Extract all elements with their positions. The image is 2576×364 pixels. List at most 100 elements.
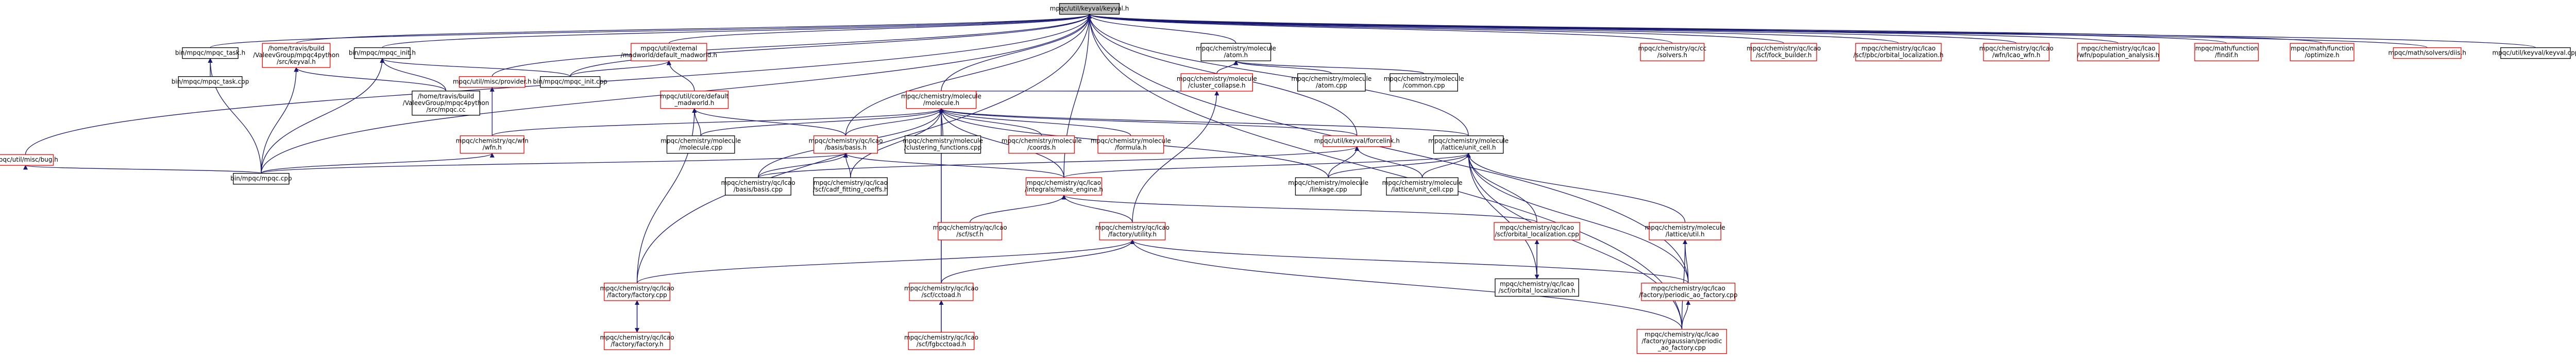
- file-node-box: [905, 135, 981, 154]
- file-node-clustering-functions-cpp[interactable]: mpqc/chemistry/molecule/clustering_funct…: [903, 135, 983, 154]
- file-node-box: [2290, 43, 2354, 61]
- file-nodes: mpqc/util/keyval/keyval.h mpqc/util/misc/…: [0, 3, 2576, 354]
- file-node-box: [813, 177, 888, 196]
- file-node-box: [2500, 47, 2571, 59]
- dependency-edge: [1466, 152, 1537, 279]
- file-node-box: [178, 76, 243, 88]
- file-node-misc-bug-h[interactable]: mpqc/util/misc/bug.h: [0, 154, 58, 166]
- dependency-edge: [1466, 152, 1537, 223]
- file-node-cctoad-h[interactable]: mpqc/chemistry/qc/lcao/scf/cctoad.h: [904, 283, 978, 301]
- file-node-lattice-util-h[interactable]: mpqc/chemistry/molecule/lattice/util.h: [1645, 222, 1725, 240]
- file-node-population-analysis-h[interactable]: mpqc/chemistry/qc/lcao/wfn/population_an…: [2077, 43, 2160, 61]
- file-node-travis-keyval-h[interactable]: /home/travis/build/ValeevGroup/mpqc4pyth…: [253, 43, 340, 68]
- dependency-edge: [380, 58, 447, 91]
- file-node-label: mpqc/chemistry/qc/lcao: [904, 334, 978, 341]
- file-node-periodic-ao-factory-cpp[interactable]: mpqc/chemistry/qc/lcao/factory/periodic_…: [1639, 283, 1738, 301]
- file-node-label: /wfn/lcao_wfn.h: [1992, 51, 2040, 59]
- file-node-adf-fitting-coeffs-h[interactable]: mpqc/chemistry/qc/lcao/scf/cadf_fitting_…: [813, 177, 888, 196]
- file-node-label: mpqc/chemistry/molecule: [901, 93, 981, 100]
- file-node-label: /factory/gaussian/periodic: [1642, 338, 1722, 345]
- file-node-root[interactable]: mpqc/util/keyval/keyval.h: [1050, 3, 1129, 15]
- dependency-edge: [1130, 239, 1689, 284]
- file-node-travis-mpqc-cc[interactable]: /home/travis/build/ValeevGroup/mpqc4pyth…: [403, 91, 489, 116]
- file-node-label: mpqc/util/keyval/keyval.cpp: [2493, 49, 2576, 57]
- file-node-findif-h[interactable]: mpqc/math/function/findif.h: [2194, 43, 2259, 61]
- file-node-label: /coords.h: [1027, 144, 1056, 151]
- file-node-lattice-unit-cell-h[interactable]: mpqc/chemistry/molecule/lattice/unit_cel…: [1428, 135, 1509, 154]
- file-node-mpqc-cpp[interactable]: bin/mpqc/mpqc.cpp: [230, 173, 292, 185]
- file-node-cluster-collapse-h[interactable]: mpqc/chemistry/molecule/cluster_collapse…: [1177, 73, 1257, 92]
- dependency-edge: [1087, 13, 1683, 330]
- file-node-external-madworld-h[interactable]: mpqc/util/external/madworld/default_madw…: [621, 43, 717, 61]
- file-node-scf-h[interactable]: mpqc/chemistry/qc/lcao/scf/scf.h: [933, 222, 1007, 240]
- file-node-box: [0, 154, 54, 166]
- file-node-label: /wfn/population_analysis.h: [2077, 51, 2160, 59]
- file-node-lcao-wfn-h[interactable]: mpqc/chemistry/qc/lcao/wfn/lcao_wfn.h: [1979, 43, 2054, 61]
- file-node-mpqc-init-cpp[interactable]: bin/mpqc/mpqc_init.cpp: [533, 76, 607, 88]
- file-node-label: mpqc/chemistry/qc/lcao: [814, 179, 888, 186]
- file-node-atom-cpp[interactable]: mpqc/chemistry/molecule/atom.cpp: [1291, 73, 1371, 92]
- file-node-core-madworld-h[interactable]: mpqc/util/core/default_madworld.h: [660, 91, 729, 109]
- file-node-misc-provider-h[interactable]: mpqc/util/misc/provider.h: [453, 76, 532, 88]
- dependency-edge: [382, 13, 1092, 48]
- file-node-label: mpqc/math/function: [2195, 45, 2258, 52]
- file-node-label: /integrals/make_engine.h: [1025, 186, 1103, 193]
- file-node-orbital-localization-cpp[interactable]: mpqc/chemistry/qc/lcao/scf/orbital_local…: [1494, 222, 1580, 240]
- file-node-unit-cell-cpp[interactable]: mpqc/chemistry/molecule/lattice/unit_cel…: [1382, 177, 1463, 196]
- file-node-mpqc-task-h[interactable]: bin/mpqc/mpqc_task.h: [175, 47, 245, 59]
- dependency-edge: [1466, 152, 1686, 223]
- file-node-label: /home/travis/build: [418, 93, 474, 100]
- file-node-make-engine-h[interactable]: mpqc/chemistry/qc/lcao/integrals/make_en…: [1025, 177, 1103, 196]
- file-node-basis-h[interactable]: mpqc/chemistry/qc/lcao/basis/basis.h: [808, 135, 883, 154]
- file-node-scf-orbital-localization-h[interactable]: mpqc/chemistry/qc/lcao/scf/orbital_local…: [1495, 278, 1579, 297]
- file-node-linkage-cpp[interactable]: mpqc/chemistry/molecule/linkage.cpp: [1288, 177, 1368, 196]
- dependency-edge: [1354, 146, 1423, 178]
- dependency-edge: [1087, 13, 2017, 44]
- file-node-atom-h[interactable]: mpqc/chemistry/molecule/atom.h: [1196, 43, 1276, 61]
- file-node-pbc-orbital-localization-h[interactable]: mpqc/chemistry/qc/lcao/scf/pbc/orbital_l…: [1853, 43, 1943, 61]
- file-node-gaussian-periodic-cpp[interactable]: mpqc/chemistry/qc/lcao/factory/gaussian/…: [1636, 329, 1727, 354]
- file-node-label: mpqc/chemistry/molecule: [1382, 179, 1463, 186]
- file-node-molecule-h[interactable]: mpqc/chemistry/molecule/molecule.h: [901, 91, 981, 109]
- file-node-fock-builder-h[interactable]: mpqc/chemistry/qc/lcao/scf/fock_builder.…: [1747, 43, 1821, 61]
- file-node-molecule-cpp[interactable]: mpqc/chemistry/molecule/molecule.cpp: [660, 135, 741, 154]
- file-node-box: [1983, 43, 2050, 61]
- file-node-fgbcctoad-h[interactable]: mpqc/chemistry/qc/lcao/scf/fgbcctoad.h: [904, 332, 978, 350]
- file-node-optimize-h[interactable]: mpqc/math/function/optimize.h: [2290, 43, 2354, 61]
- dependency-edge: [1087, 13, 2536, 48]
- file-node-forcelink-h[interactable]: mpqc/util/keyval/forcelink.h: [1314, 135, 1400, 147]
- file-node-mpqc-task-cpp[interactable]: bin/mpqc/mpqc_task.cpp: [172, 76, 249, 88]
- file-node-common-cpp[interactable]: mpqc/chemistry/molecule/common.cpp: [1384, 73, 1464, 92]
- file-node-diis-h[interactable]: mpqc/math/solvers/diis.h: [2388, 47, 2466, 59]
- file-node-box: [938, 222, 1003, 240]
- file-node-label: mpqc/util/keyval/forcelink.h: [1314, 137, 1400, 145]
- dependency-edge: [570, 60, 671, 77]
- file-node-wfn-h[interactable]: mpqc/chemistry/qc/wfn/wfn.h: [456, 135, 529, 154]
- file-node-formula-h[interactable]: mpqc/chemistry/molecule/formula.h: [1091, 135, 1171, 154]
- file-node-basis-cpp[interactable]: mpqc/chemistry/qc/lcao/basis/basis.cpp: [721, 177, 795, 196]
- dependency-edge: [261, 67, 299, 174]
- file-node-box: [233, 173, 290, 185]
- file-node-box: [1099, 222, 1166, 240]
- file-node-box: [1495, 278, 1579, 297]
- file-node-label: /ValeevGroup/mpqc4python: [253, 51, 340, 59]
- file-node-label: mpqc/chemistry/qc/wfn: [456, 137, 529, 145]
- file-node-label: mpqc/util/misc/bug.h: [0, 156, 58, 163]
- file-node-label: mpqc/chemistry/molecule: [1291, 75, 1371, 82]
- file-node-factory-utility-h[interactable]: mpqc/chemistry/qc/lcao/factory/utility.h: [1095, 222, 1170, 240]
- file-node-label: mpqc/chemistry/molecule: [1002, 137, 1082, 145]
- file-node-keyval-cpp[interactable]: mpqc/util/keyval/keyval.cpp: [2493, 47, 2576, 59]
- file-node-label: /cluster_collapse.h: [1188, 82, 1246, 89]
- dependency-edge: [845, 13, 1092, 136]
- file-node-label: mpqc/chemistry/qc/lcao: [1027, 179, 1101, 186]
- dependency-edge: [261, 58, 385, 174]
- dependency-edge: [757, 146, 1360, 178]
- file-node-factory-cpp[interactable]: mpqc/chemistry/qc/lcao/factory/factory.c…: [600, 283, 674, 301]
- dependency-edge: [692, 108, 846, 136]
- file-node-mpqc-init-h[interactable]: bin/mpqc/mpqc_init.h: [349, 47, 416, 59]
- file-node-coords-h[interactable]: mpqc/chemistry/molecule/coords.h: [1002, 135, 1082, 154]
- dependency-edge: [1061, 195, 1537, 223]
- file-node-cc-solvers-h[interactable]: mpqc/chemistry/qc/cc/solvers.h: [1638, 43, 1707, 61]
- file-node-label: mpqc/chemistry/molecule: [1177, 75, 1257, 82]
- file-node-factory-h[interactable]: mpqc/chemistry/qc/lcao/factory/factory.h: [600, 332, 674, 350]
